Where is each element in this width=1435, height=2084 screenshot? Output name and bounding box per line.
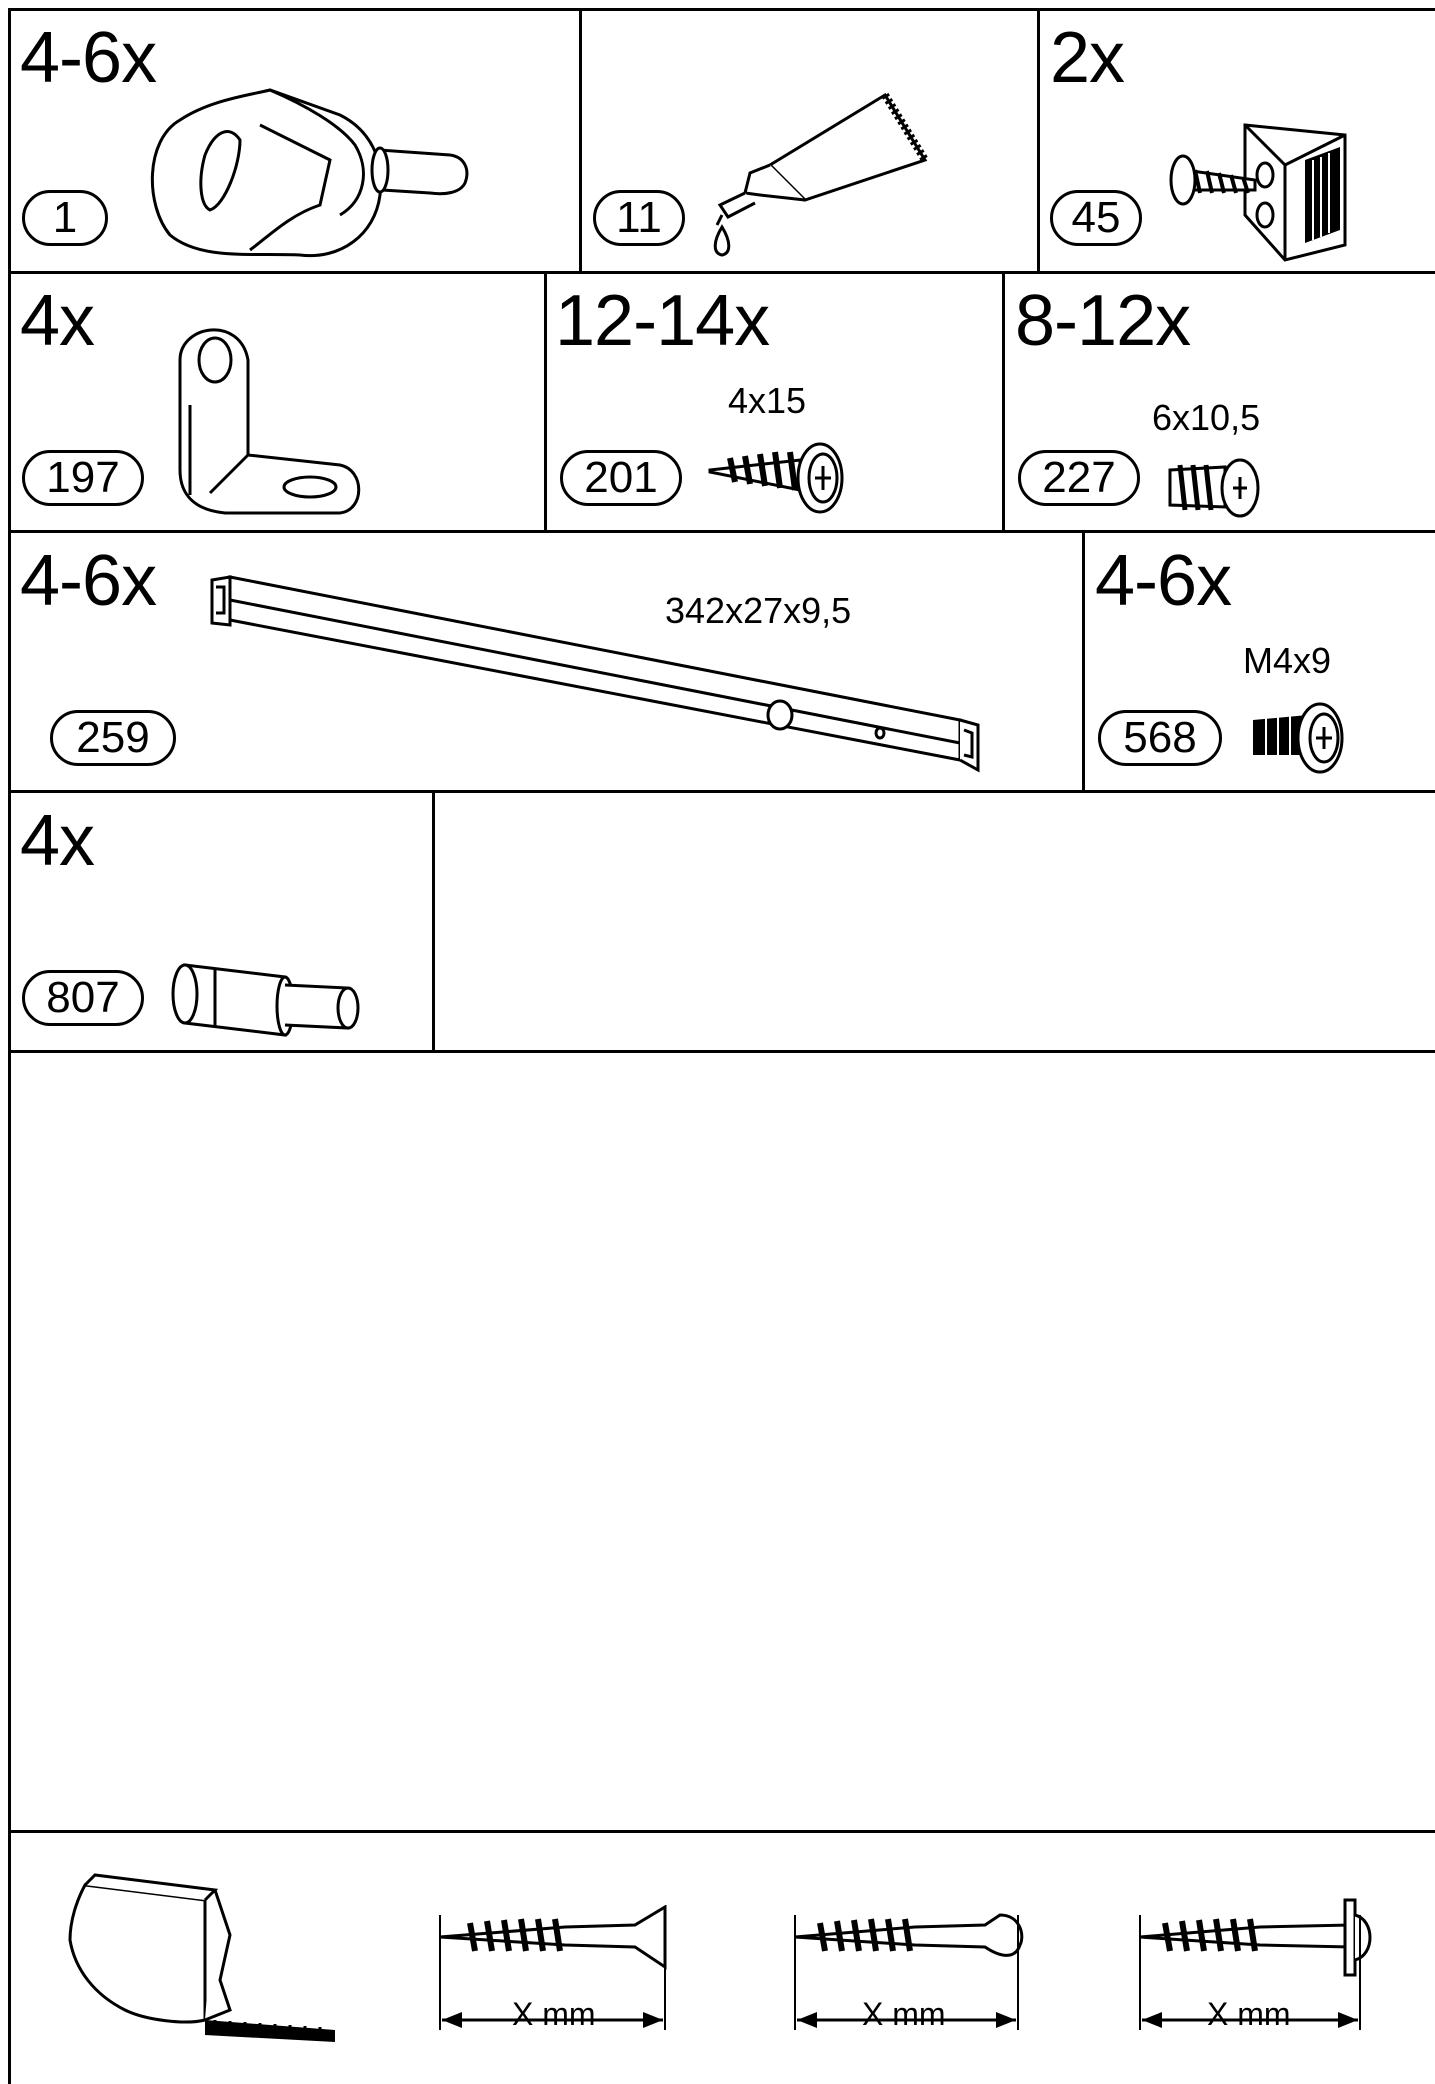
cam-lock-fitting-icon [150, 88, 469, 258]
part-size: 342x27x9,5 [665, 590, 852, 631]
row-divider-1 [8, 271, 1435, 274]
wood-screw-icon [708, 442, 844, 514]
border-left [8, 8, 11, 2084]
part-number-badge: 1 [22, 190, 108, 246]
machine-screw-icon [1253, 702, 1344, 774]
length-label: X mm [862, 1996, 946, 2032]
part-quantity: 4-6x [20, 18, 157, 98]
col-divider [1037, 8, 1040, 272]
countersunk-screw-icon [439, 1905, 667, 2030]
col-divider [432, 790, 435, 1051]
part-number-badge: 197 [22, 450, 144, 506]
part-number-badge: 568 [1098, 710, 1222, 766]
row-divider-4 [8, 1050, 1435, 1053]
length-label: X mm [512, 1996, 596, 2032]
shelf-pin-icon [171, 963, 360, 1037]
part-number-badge: 227 [1018, 450, 1140, 506]
row-divider-2 [8, 530, 1435, 533]
part-size: 4x15 [728, 380, 807, 421]
part-number-badge: 259 [50, 710, 176, 766]
col-divider [1082, 530, 1085, 791]
raised-head-screw-icon [794, 1913, 1024, 2030]
part-quantity: 2x [1050, 18, 1125, 98]
col-divider [1002, 271, 1005, 531]
part-number-badge: 201 [560, 450, 682, 506]
col-divider [579, 8, 582, 272]
metal-rail-icon [210, 575, 980, 773]
corner-bracket-screw-icon [1169, 123, 1347, 262]
part-number-badge: 45 [1050, 190, 1142, 246]
washer-head-screw-icon [1139, 1898, 1372, 2030]
angle-bracket-icon [178, 328, 361, 515]
row-divider-3 [8, 790, 1435, 793]
length-label: X mm [1207, 1996, 1291, 2032]
part-quantity: 8-12x [1015, 281, 1191, 361]
part-quantity: 4-6x [20, 541, 157, 621]
euro-screw-icon [1168, 458, 1260, 518]
part-quantity: 4-6x [1095, 541, 1232, 621]
part-quantity: 12-14x [555, 281, 770, 361]
part-size: M4x9 [1243, 640, 1332, 681]
row-divider-5 [8, 1830, 1435, 1833]
col-divider [544, 271, 547, 531]
part-quantity: 4x [20, 281, 95, 361]
part-number-badge: 11 [593, 190, 685, 246]
part-quantity: 4x [20, 801, 95, 881]
depth-gauge-clip-icon [68, 1873, 335, 2042]
glue-tube-icon [713, 92, 929, 257]
part-number-badge: 807 [22, 970, 144, 1026]
part-size: 6x10,5 [1152, 397, 1261, 438]
border-top [8, 8, 1435, 11]
